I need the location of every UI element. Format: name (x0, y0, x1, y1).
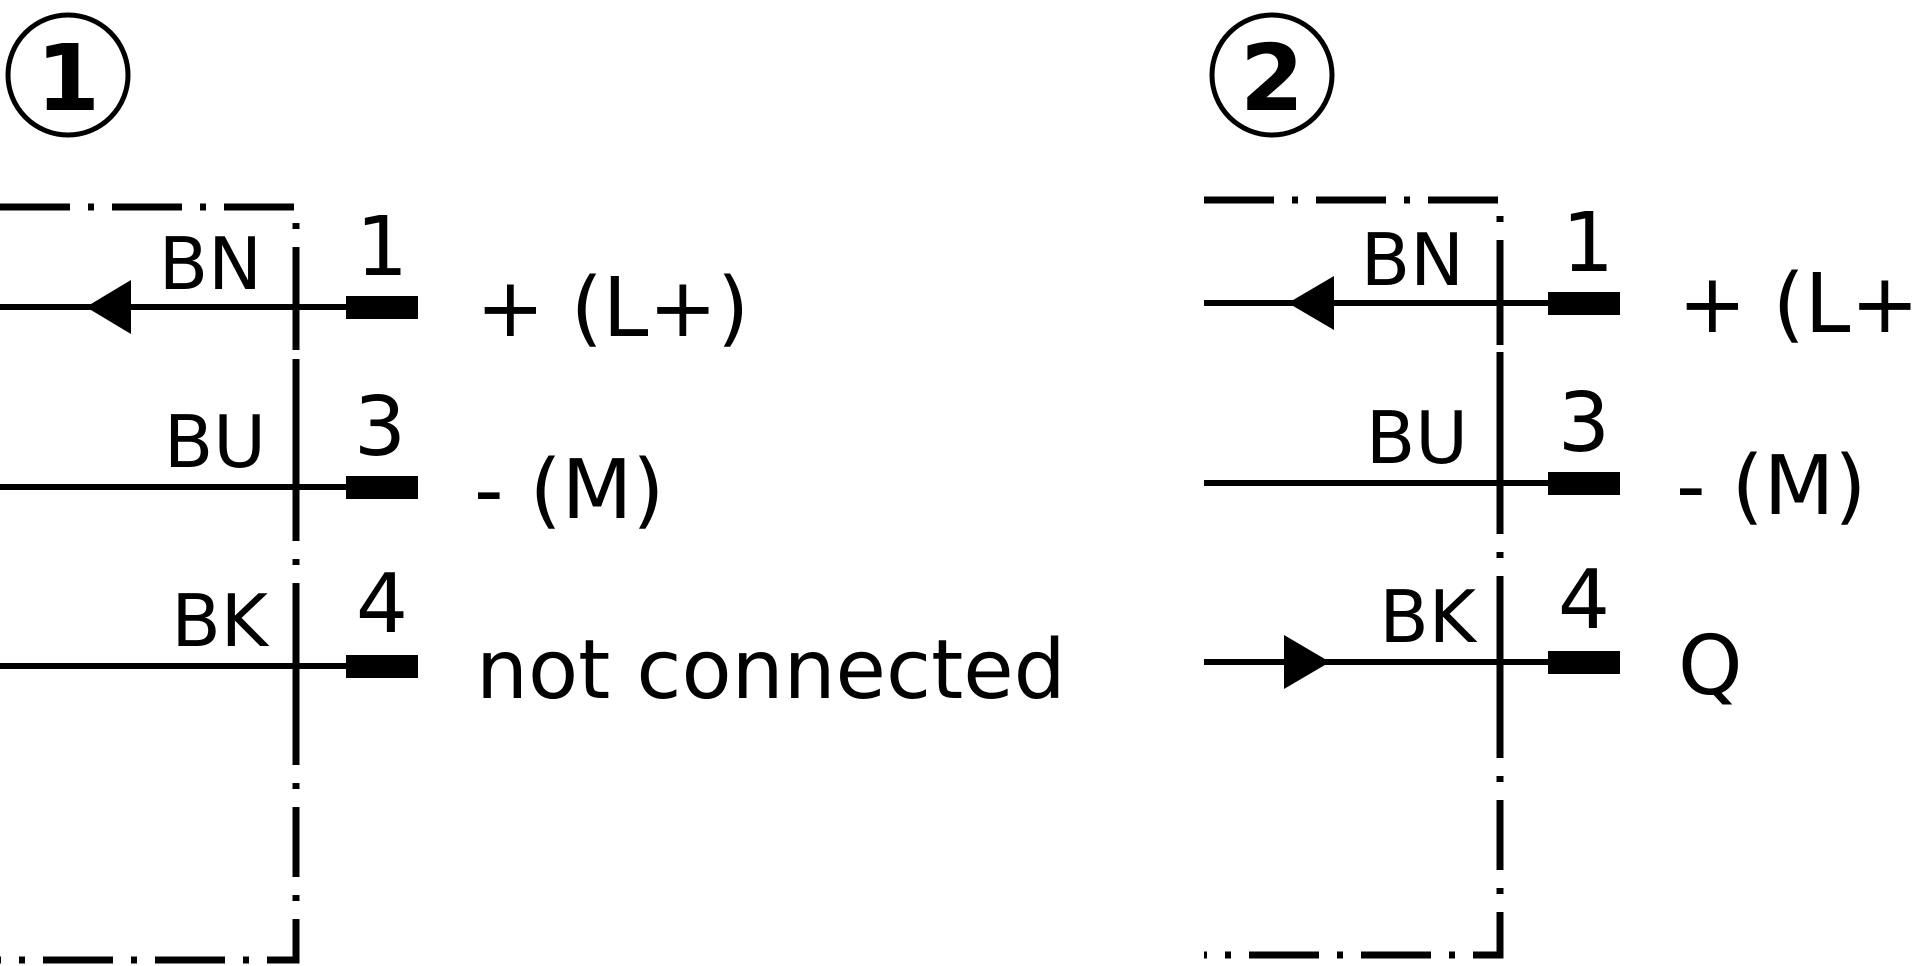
wire-color-code: BK (1379, 575, 1477, 659)
panel-1-number: 1 (36, 25, 100, 132)
wire-color-code: BN (159, 222, 262, 306)
arrow-outward-icon (1284, 635, 1330, 689)
wire-color-code: BU (1366, 396, 1468, 480)
wire-color-code: BU (164, 400, 266, 484)
wire-color-code: BN (1361, 218, 1464, 302)
pin-number: 3 (354, 380, 406, 475)
pin-number: 4 (356, 557, 408, 652)
pin-number: 1 (356, 200, 408, 295)
panel-1-housing-boundary (0, 203, 300, 964)
pin-terminal (1548, 651, 1620, 674)
panel-1-connection-bn: BN 1 + (L+) (0, 200, 749, 356)
wire-color-code: BK (171, 579, 269, 663)
signal-label: not connected (476, 623, 1066, 718)
panel-1: 1 BN 1 + (L+) BU 3 - (M) (0, 12, 1066, 964)
pin-terminal (1548, 472, 1620, 495)
pin-terminal (346, 655, 418, 678)
signal-label: + (L+) (1678, 257, 1920, 352)
arrow-inward-icon (86, 280, 131, 334)
panel-2: 2 BN 1 + (L+) BU 3 - (M) (1204, 12, 1920, 959)
arrow-inward-icon (1288, 276, 1334, 330)
signal-label: - (M) (1676, 439, 1866, 534)
pin-terminal (346, 296, 418, 319)
pin-number: 4 (1558, 553, 1610, 648)
pin-number: 1 (1562, 196, 1614, 291)
panel-1-number-circle (5, 12, 131, 138)
panel-2-number: 2 (1240, 25, 1304, 132)
panel-1-connection-bu: BU 3 - (M) (0, 380, 664, 538)
pin-terminal (346, 476, 418, 499)
panel-1-connection-bk: BK 4 not connected (0, 557, 1066, 718)
panel-2-housing-boundary (1204, 196, 1504, 959)
signal-label: Q (1678, 619, 1743, 714)
pin-number: 3 (1558, 376, 1610, 471)
panel-2-number-circle (1209, 12, 1335, 138)
panel-2-connection-bu: BU 3 - (M) (1204, 376, 1866, 534)
pin-terminal (1548, 292, 1620, 315)
panel-2-connection-bk: BK 4 Q (1204, 553, 1743, 714)
signal-label: - (M) (474, 443, 664, 538)
signal-label: + (L+) (476, 261, 749, 356)
panel-2-connection-bn: BN 1 + (L+) (1204, 196, 1920, 352)
